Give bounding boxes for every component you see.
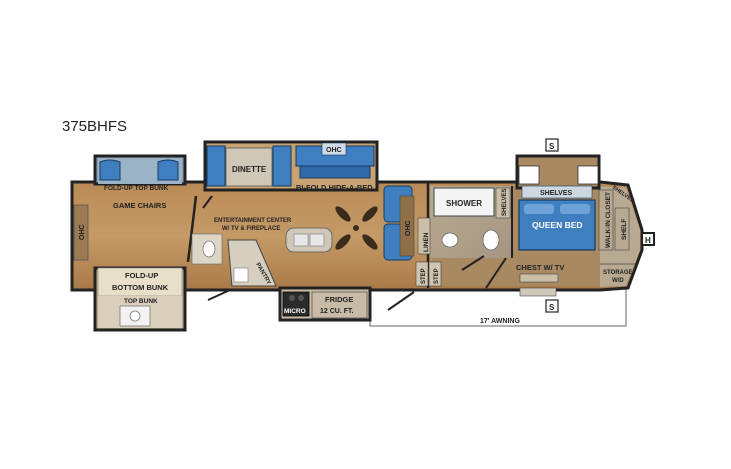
dinette-table bbox=[225, 147, 273, 187]
bedroom-outlet bbox=[519, 287, 557, 297]
fridge-label-2: 12 CU. FT. bbox=[320, 308, 354, 315]
shower-label: SHOWER bbox=[446, 199, 482, 208]
sofa-ohc bbox=[321, 142, 347, 156]
awning-label: 17' AWNING bbox=[480, 318, 520, 325]
fold-up-bottom-bunk-label-1: FOLD-UP bbox=[125, 271, 158, 280]
island-sink-right bbox=[309, 233, 325, 247]
bath-shelves bbox=[495, 187, 511, 219]
chest-tv bbox=[519, 273, 559, 283]
dinette-bench-left bbox=[206, 145, 226, 187]
fold-up-bottom-bunk-label-2: BOTTOM BUNK bbox=[112, 283, 169, 292]
game-chair-left bbox=[99, 159, 121, 181]
mid-toilet-icon bbox=[202, 240, 216, 258]
bi-fold-hide-a-bed-label: BI-FOLD HIDE-A-BED bbox=[296, 183, 373, 192]
micro-burner-1 bbox=[289, 295, 295, 301]
rear-door-swing bbox=[207, 289, 231, 301]
walk-in-closet-label: WALK-IN CLOSET bbox=[605, 192, 612, 248]
storage-label-1: STORAGE bbox=[603, 270, 633, 276]
entertainment-label-1: ENTERTAINMENT CENTER bbox=[214, 218, 292, 224]
step-1 bbox=[415, 261, 429, 287]
pillow-left bbox=[524, 204, 554, 214]
step-label-2: STEP bbox=[434, 268, 440, 284]
game-chair-right bbox=[157, 159, 179, 181]
shower bbox=[433, 187, 495, 217]
fridge bbox=[311, 291, 368, 319]
entertainment-wall bbox=[186, 195, 198, 263]
front-shelf bbox=[614, 207, 630, 251]
chest-tv-label: CHEST W/ TV bbox=[516, 263, 564, 272]
speaker-top bbox=[545, 138, 559, 152]
microwave bbox=[282, 291, 310, 317]
nightstand-right bbox=[577, 165, 599, 185]
mid-ohc bbox=[399, 195, 415, 257]
game-chairs-label: GAME CHAIRS bbox=[113, 201, 166, 210]
storage-label-2: W/D bbox=[612, 278, 624, 284]
linen-label: LINEN bbox=[423, 232, 430, 252]
entertainment-label-2: W/ TV & FIREPLACE bbox=[222, 226, 280, 232]
fridge-label-1: FRIDGE bbox=[325, 295, 353, 304]
sofa-seat bbox=[299, 165, 371, 179]
rear-ohc-label: OHC bbox=[79, 224, 86, 240]
bath-toilet-icon bbox=[441, 232, 459, 248]
ceiling-fan-icon bbox=[335, 206, 378, 250]
bath-door-swing bbox=[461, 255, 485, 271]
dinette-label: DINETTE bbox=[232, 165, 267, 174]
micro-label: MICRO bbox=[284, 308, 306, 315]
queen-bed-label: QUEEN BED bbox=[532, 220, 583, 230]
entertainment-wall-2 bbox=[202, 195, 213, 209]
linen-closet bbox=[417, 217, 431, 255]
main-door-swing bbox=[387, 291, 415, 311]
fold-up-top-bunk-label: FOLD-UP TOP BUNK bbox=[104, 185, 169, 192]
island-sink-left bbox=[293, 233, 309, 247]
step-label-1: STEP bbox=[421, 268, 427, 284]
bath-sink-icon bbox=[482, 229, 500, 251]
shelf-label: SHELF bbox=[621, 219, 628, 240]
mid-ohc-label: OHC bbox=[405, 220, 412, 236]
bed-shelves-label: SHELVES bbox=[540, 190, 572, 197]
hitch-label: H bbox=[645, 236, 651, 245]
rear-ohc bbox=[73, 204, 89, 261]
nightstand-left bbox=[518, 165, 540, 185]
bath-shelves-label: SHELVES bbox=[502, 188, 508, 216]
speaker-bottom bbox=[545, 299, 559, 313]
speaker-top-label: S bbox=[549, 142, 555, 151]
sofa-ohc-label: OHC bbox=[326, 147, 342, 154]
bed-shelves bbox=[521, 185, 593, 199]
pillow-right bbox=[560, 204, 590, 214]
micro-burner-2 bbox=[298, 295, 304, 301]
dinette-bench-right bbox=[272, 145, 292, 187]
speaker-bottom-label: S bbox=[549, 303, 555, 312]
model-name: 375BHFS bbox=[62, 118, 128, 135]
top-bunk-label: TOP BUNK bbox=[124, 298, 158, 305]
bottom-bunk bbox=[97, 267, 183, 297]
hitch bbox=[641, 232, 655, 246]
step-2 bbox=[428, 261, 442, 287]
walk-in-closet bbox=[598, 189, 614, 251]
pantry-sink bbox=[233, 267, 249, 283]
bedroom-door-swing bbox=[485, 257, 507, 289]
rear-toilet-icon bbox=[129, 310, 141, 322]
kitchen-island bbox=[285, 227, 333, 253]
